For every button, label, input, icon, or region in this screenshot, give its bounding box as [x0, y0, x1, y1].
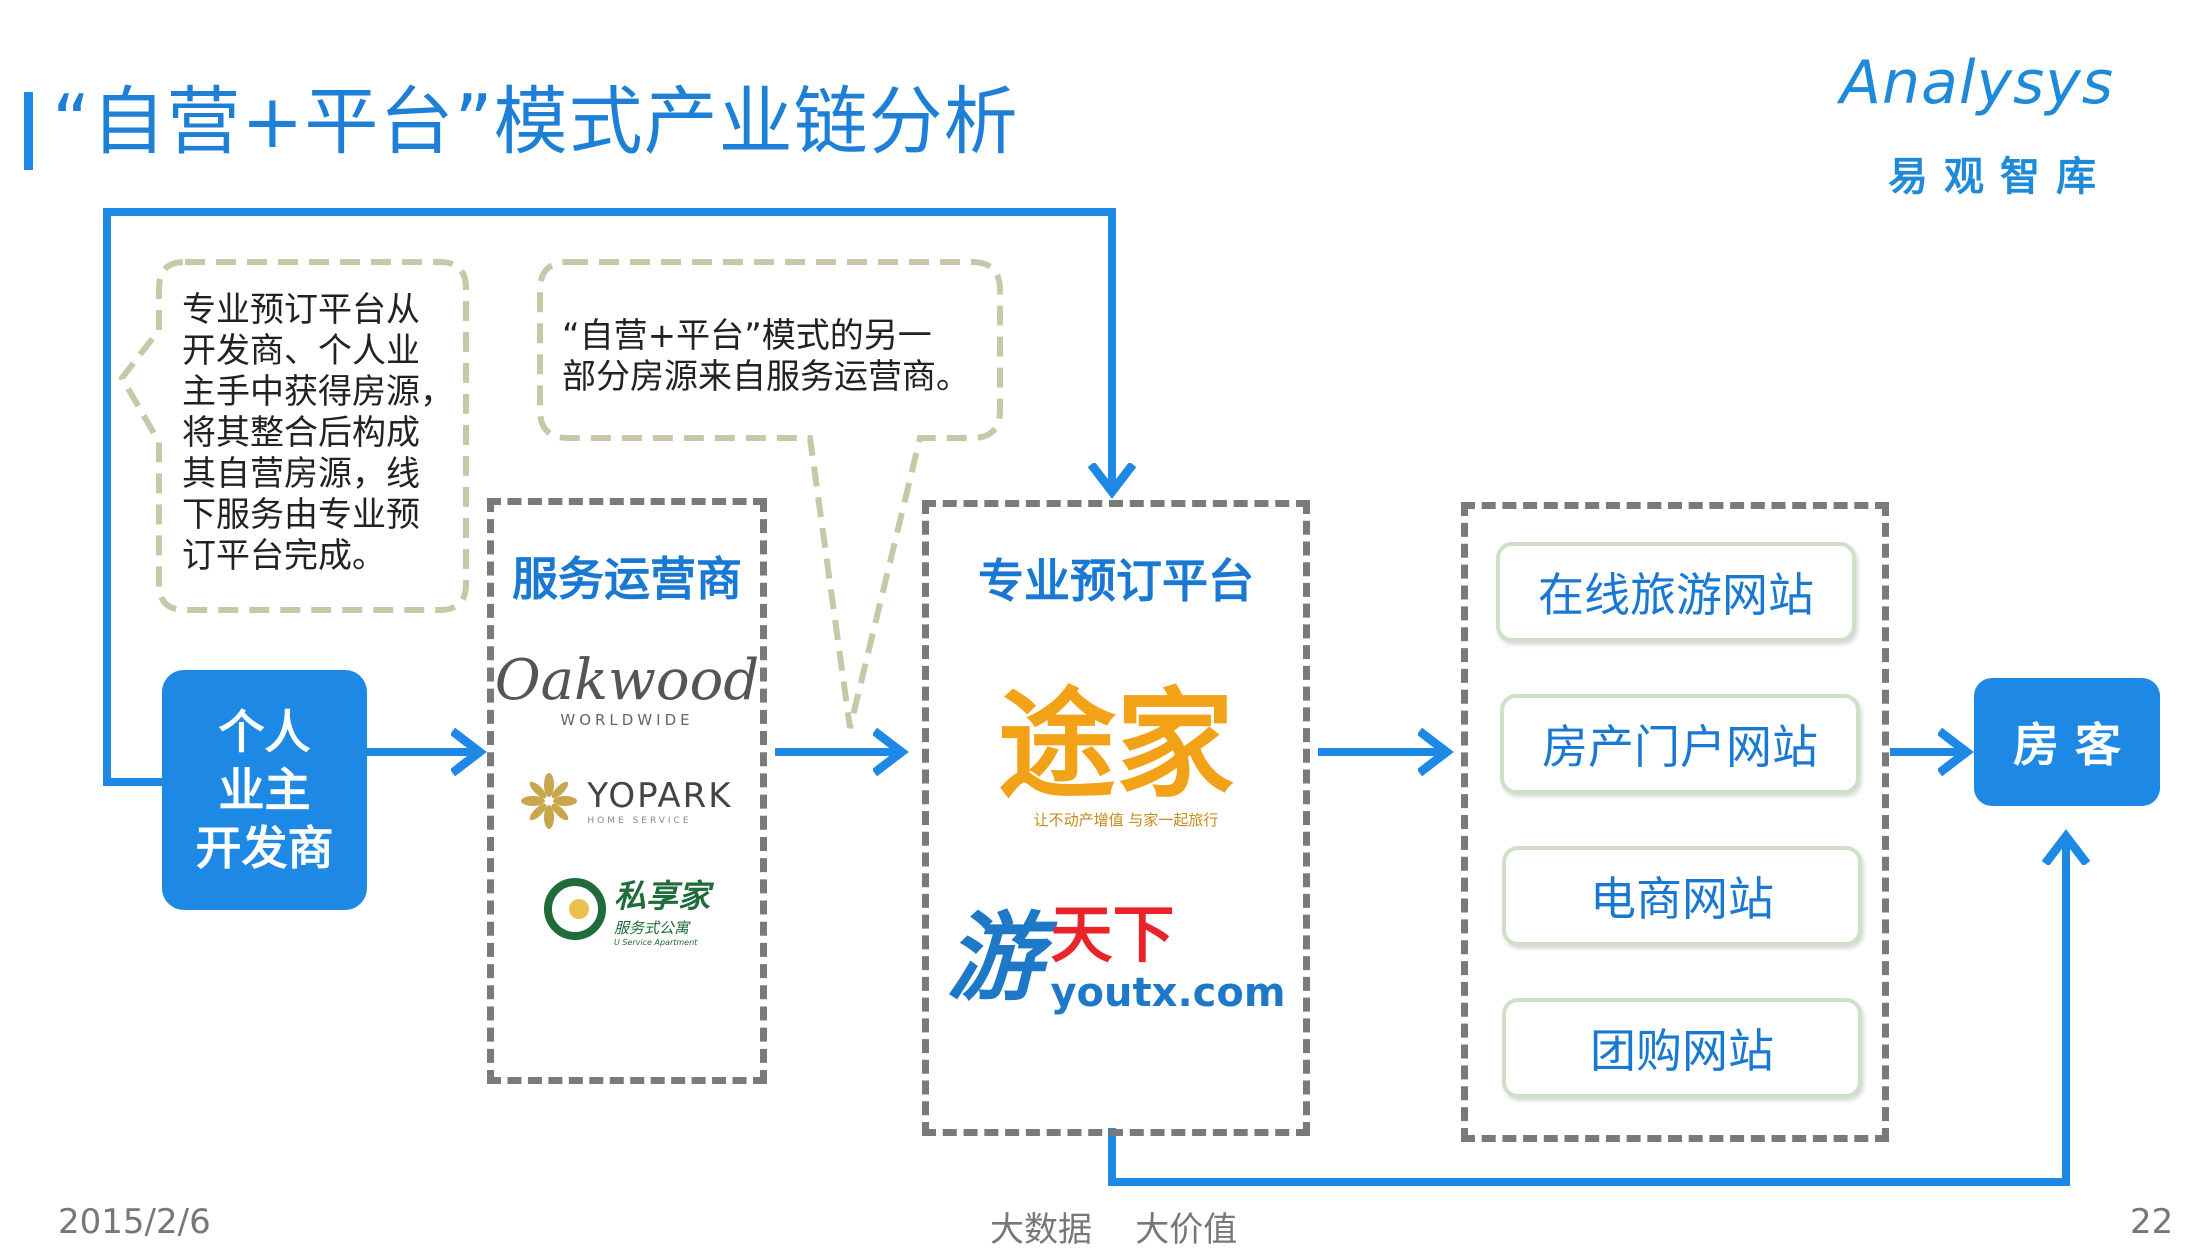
channel-real-estate-portal: 房产门户网站	[1500, 694, 1860, 794]
callout-mid-bubble	[537, 259, 1003, 729]
callout-mid-line: “自营+平台”模式的另一	[562, 316, 932, 356]
page-title: “自营+平台”模式产业链分析	[52, 79, 1019, 165]
top-loop-connector	[103, 208, 1112, 786]
channels-group	[1461, 502, 1889, 1142]
oakwood-name: Oakwood	[494, 648, 760, 713]
channel-online-travel: 在线旅游网站	[1496, 542, 1856, 642]
guest-box: 房 客	[1974, 678, 2160, 806]
sixiangjia-name: 私享家	[613, 877, 710, 915]
channel-ecommerce: 电商网站	[1502, 846, 1862, 946]
callout-left-line: 主手中获得房源，	[182, 372, 454, 412]
footer-slogan: 大数据 大价值	[990, 1210, 1238, 1250]
callout-left-line: 将其整合后构成	[182, 413, 420, 453]
callout-mid: “自营+平台”模式的另一 部分房源来自服务运营商。	[562, 316, 1002, 398]
callout-left-line: 专业预订平台从	[182, 290, 420, 330]
tujia-sub: 让不动产增值 与家一起旅行	[1033, 811, 1219, 829]
oakwood-sub: WORLDWIDE	[560, 711, 694, 729]
youtx-char: 游	[946, 902, 1043, 1014]
brand-yopark: YOPARK HOME SERVICE	[494, 773, 760, 829]
bottom-loop-connector	[1108, 838, 2066, 1186]
source-box: 个人 业主 开发商	[162, 670, 367, 910]
tujia-name: 途家	[997, 676, 1234, 814]
brand-sixiangjia: 私享家 服务式公寓 U Service Apartment	[494, 871, 760, 947]
callout-left-line: 订平台完成。	[182, 536, 386, 576]
sixiangjia-logo-icon	[543, 878, 606, 940]
channel-group-buying: 团购网站	[1502, 998, 1862, 1098]
analysys-logo: Analysys	[1840, 48, 2115, 118]
source-line: 开发商	[195, 821, 334, 875]
analysys-logo-cn: 易观智库	[1888, 154, 2112, 200]
service-operators-group: 服务运营商 Oakwood WORLDWIDE YOPARK HOME SERV…	[487, 498, 767, 1084]
footer-page-number: 22	[2130, 1202, 2174, 1242]
callout-left-line: 其自营房源，线	[182, 454, 420, 494]
sixiangjia-sub-en: U Service Apartment	[613, 938, 698, 947]
yopark-flower-icon	[521, 773, 578, 829]
brand-youtx: 游 天下 youtx.com	[929, 898, 1303, 1017]
youtx-domain: youtx.com	[1050, 970, 1286, 1016]
service-operators-title: 服务运营商	[512, 552, 742, 606]
brand-oakwood: Oakwood WORLDWIDE	[494, 648, 760, 730]
yopark-name: YOPARK	[587, 776, 733, 816]
yopark-sub: HOME SERVICE	[587, 816, 692, 826]
source-line: 个人	[218, 705, 311, 759]
booking-platforms-group: 专业预订平台 途家 让不动产增值 与家一起旅行 游 天下 youtx.com	[922, 500, 1310, 1136]
booking-platforms-title: 专业预订平台	[978, 554, 1254, 608]
youtx-name: 天下	[1050, 898, 1175, 971]
sixiangjia-sub: 服务式公寓	[613, 919, 689, 937]
source-line: 业主	[218, 763, 311, 817]
callout-left-line: 开发商、个人业	[182, 331, 420, 371]
callout-left-bubble	[118, 259, 469, 613]
title-accent-bar	[24, 92, 33, 170]
callout-left: 专业预订平台从 开发商、个人业 主手中获得房源， 将其整合后构成 其自营房源，线…	[182, 290, 472, 577]
callout-left-line: 下服务由专业预	[182, 495, 420, 535]
callout-mid-line: 部分房源来自服务运营商。	[562, 357, 970, 397]
brand-tujia: 途家 让不动产增值 与家一起旅行	[929, 681, 1303, 830]
footer-date: 2015/2/6	[58, 1202, 211, 1242]
